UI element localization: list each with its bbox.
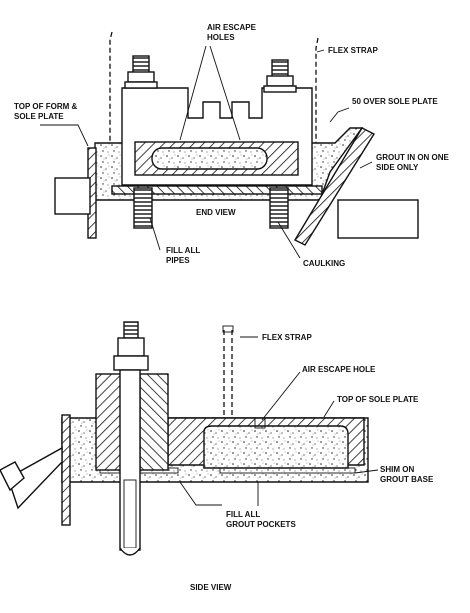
side-view: FLEX STRAP AIR ESCAPE HOLE TOP OF SOLE P… <box>0 321 434 592</box>
label-top-of-sole-plate: TOP OF SOLE PLATE <box>337 395 419 404</box>
label-air-escape-hole: AIR ESCAPE HOLE <box>302 365 376 374</box>
label-shim-1: SHIM ON <box>380 465 414 474</box>
side-view-grout-pocket <box>203 425 349 469</box>
label-air-escape-holes-2: HOLES <box>207 33 235 42</box>
label-grout-in-1: GROUT IN ON ONE <box>376 153 450 162</box>
label-air-escape-holes-1: AIR ESCAPE <box>207 23 257 32</box>
label-caulking: CAULKING <box>303 259 345 268</box>
flex-strap-right <box>315 37 319 165</box>
label-fill-pipes-1: FILL ALL <box>166 246 200 255</box>
end-view-brace <box>294 127 375 246</box>
label-fill-pockets-1: FILL ALL <box>226 510 260 519</box>
label-flex-strap-side: FLEX STRAP <box>262 333 312 342</box>
label-grout-in-2: SIDE ONLY <box>376 163 419 172</box>
label-top-of-form-2: SOLE PLATE <box>14 112 64 121</box>
side-view-sleeve-right <box>139 373 169 471</box>
label-top-of-form-1: TOP OF FORM & <box>14 102 77 111</box>
label-flex-strap-end: FLEX STRAP <box>328 46 378 55</box>
side-view-anchor-bolt <box>113 321 149 556</box>
side-view-air-escape <box>254 417 266 429</box>
flex-strap-left <box>109 31 113 160</box>
end-view-base-plate <box>111 185 323 195</box>
anchor-bolt-left <box>124 55 158 229</box>
label-fill-pockets-2: GROUT POCKETS <box>226 520 296 529</box>
end-view-support-left <box>54 177 91 215</box>
end-view: AIR ESCAPE HOLES FLEX STRAP TOP OF FORM … <box>14 23 450 268</box>
end-view-air-pocket <box>151 147 268 170</box>
label-shim-2: GROUT BASE <box>380 475 434 484</box>
label-fill-pipes-2: PIPES <box>166 256 190 265</box>
end-view-caption: END VIEW <box>196 208 236 217</box>
end-view-support-right <box>337 199 419 239</box>
anchor-bolt-right <box>263 59 297 229</box>
side-view-brace <box>7 446 63 510</box>
side-view-form <box>61 414 71 526</box>
side-view-caption: SIDE VIEW <box>190 583 232 592</box>
side-view-shim-right <box>219 467 356 474</box>
label-over-sole-plate: 50 OVER SOLE PLATE <box>352 97 438 106</box>
